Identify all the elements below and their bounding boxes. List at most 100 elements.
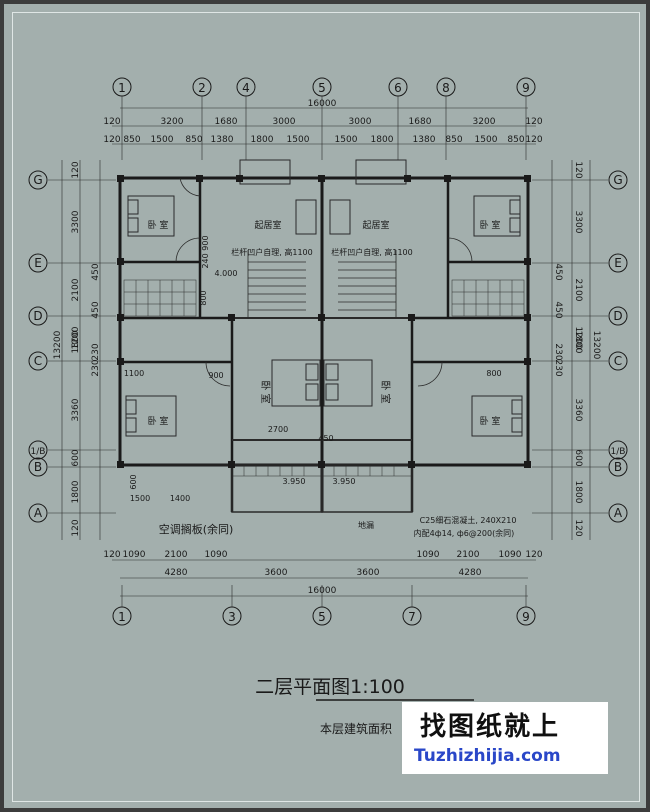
dim-top-row2: 1380 (211, 135, 234, 145)
axis-bubble-row (608, 457, 628, 477)
note-stair-dim: 240 900 (201, 235, 210, 268)
axis-label-bottom: 1 (118, 610, 126, 624)
note-ac-dim-1: 1500 (130, 494, 150, 503)
axis-label-top: 8 (442, 81, 450, 95)
dim-left-row2: 230 (91, 359, 101, 376)
note-railing-right: 栏杆凹户自理, 高1100 (331, 247, 412, 257)
drawing-title: 二层平面图1:100 (255, 676, 405, 698)
dim-top-row1: 120 (103, 117, 120, 127)
axis-bubble-row (608, 503, 628, 523)
axis-label-row: C (614, 354, 622, 368)
balcony-tile-right (322, 465, 412, 477)
note-beam-1: C25细石混凝土, 240X210 (420, 515, 517, 525)
axis-bubble-row (28, 306, 48, 326)
dim-bottom-row1: 120 (525, 550, 542, 560)
dim-right-row2: 230 (553, 343, 563, 360)
dim-bottom-row1: 1090 (205, 550, 228, 560)
axis-label-top: 2 (198, 81, 206, 95)
dim-right-row1: 3300 (573, 211, 583, 234)
watermark-badge: 找图纸就上 Tuzhizhijia.com (402, 702, 608, 774)
room-label-bedroom-d: 卧 室 (480, 415, 501, 427)
dim-top-row2: 1500 (335, 135, 358, 145)
watermark-cn: 找图纸就上 (420, 712, 561, 742)
note-ac-dim-2: 1400 (170, 494, 190, 503)
outer-wall (118, 176, 530, 467)
dim-bottom-row2: 4280 (459, 568, 482, 578)
sofa-right (329, 159, 407, 235)
room-label-bedroom-c: 卧 室 (148, 415, 169, 427)
axis-bubble-row (28, 440, 48, 460)
dim-left-row2: 230 (91, 343, 101, 360)
dim-top-row2: 850 (507, 135, 524, 145)
axis-bubble-row (28, 457, 48, 477)
dim-top-row2: 850 (123, 135, 140, 145)
dim-right-row1: 1800 (573, 481, 583, 504)
bath-tile-left (123, 279, 197, 317)
axis-label-row: 1/B (611, 447, 626, 457)
dim-top-row2: 1800 (251, 135, 274, 145)
axis-label-bottom: 7 (408, 610, 416, 624)
dim-top-row2: 850 (445, 135, 462, 145)
axis-bubble-row (608, 306, 628, 326)
axis-label-top: 4 (242, 81, 250, 95)
balcony-right (321, 464, 413, 513)
door-swings (175, 177, 473, 387)
axis-label-row: B (614, 460, 622, 474)
dim-bottom-row1: 2100 (457, 550, 480, 560)
dim-right-row1: 120 (573, 161, 583, 178)
axis-label-row: A (34, 506, 43, 520)
axis-bubble-row (28, 170, 48, 190)
note-bath-dim-2: 450 (318, 434, 333, 443)
dim-top-row1: 1680 (409, 117, 432, 127)
dim-left-row2: 450 (91, 263, 101, 280)
room-label-bedroom-f: 卧 室 (379, 380, 392, 403)
bed-left-bottom (125, 395, 177, 437)
note-railing-left: 栏杆凹户自理, 高1100 (231, 247, 312, 257)
axis-bubble-row (28, 503, 48, 523)
note-bath-dim: 2700 (268, 425, 288, 434)
note-stair-dim-2: 800 (199, 290, 208, 305)
dim-right-row1: 1200 (573, 327, 583, 350)
dim-left-overall: 13200 (53, 330, 63, 359)
axis-label-top: 1 (118, 81, 126, 95)
axis-label-row: E (614, 256, 622, 270)
axis-label-row: G (613, 173, 622, 187)
dim-top-row1: 1680 (215, 117, 238, 127)
dim-bottom-row1: 1090 (499, 550, 522, 560)
dim-left-row1: 1200 (71, 326, 81, 349)
bed-right-bottom (471, 395, 523, 437)
room-label-bedroom-e: 卧 室 (259, 380, 272, 403)
dim-left-row1: 3360 (71, 398, 81, 421)
dim-left-row1: 120 (71, 519, 81, 536)
dim-left-row1: 2100 (71, 278, 81, 301)
axis-bubble-row (28, 253, 48, 273)
note-balcony-dim-2: 800 (486, 369, 501, 378)
axis-label-row: E (34, 256, 42, 270)
dim-left-row1: 1800 (71, 330, 81, 353)
columns (117, 175, 531, 468)
dim-bottom-row2: 4280 (165, 568, 188, 578)
axis-bubble-row (608, 170, 628, 190)
dim-bottom-overall: 16000 (308, 586, 337, 596)
note-balcony-dim-3: 1100 (124, 369, 144, 378)
axis-label-row: D (33, 309, 42, 323)
dim-right-row1: 2100 (573, 279, 583, 302)
dim-left-row1: 120 (71, 161, 81, 178)
watermark-en: Tuzhizhijia.com (414, 746, 561, 766)
dim-left-row1: 3300 (71, 210, 81, 233)
dim-top-row1: 3200 (161, 117, 184, 127)
axis-label-top: 9 (522, 81, 530, 95)
note-stair-level: 4.000 (215, 269, 238, 278)
axis-label-bottom: 3 (228, 610, 236, 624)
note-beam-2: 内配4ф14, ф6@200(余同) (414, 528, 515, 538)
note-level-right: 3.950 (333, 477, 356, 486)
axis-bubble-row (608, 351, 628, 371)
dim-top-row1: 120 (525, 117, 542, 127)
dim-top-row2: 1500 (287, 135, 310, 145)
axis-label-row: G (33, 173, 42, 187)
dim-top-row2: 1380 (413, 135, 436, 145)
dim-top-row2: 120 (103, 135, 120, 145)
dim-top-row2: 1500 (151, 135, 174, 145)
room-label-living-right: 起居室 (362, 219, 389, 231)
